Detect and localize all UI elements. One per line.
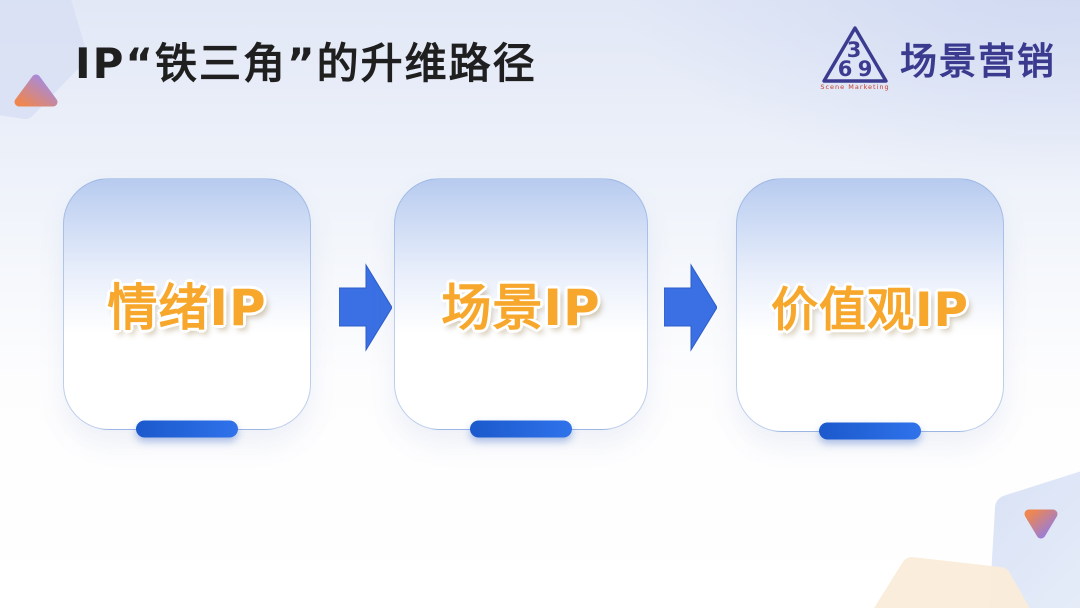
card-scene-ip: 场景IP <box>394 178 648 438</box>
brand-logo: 3 6 9 Scene Marketing 场景营销 <box>820 24 1056 92</box>
logo-369-triangle-icon: 3 6 9 Scene Marketing <box>820 26 889 91</box>
hexagon-decoration-top-left <box>0 0 87 119</box>
logo-digit: 3 <box>847 38 862 62</box>
card-underline-pill <box>470 420 572 438</box>
card-underline-pill <box>136 420 238 438</box>
triangle-gradient-icon-top-left <box>14 74 58 107</box>
hexagon-decoration-bottom-right-blue <box>989 471 1080 608</box>
card-label: 情绪IP <box>107 279 267 337</box>
arrow-right-icon <box>339 263 392 352</box>
card-emotion-ip: 情绪IP <box>63 178 311 438</box>
card-underline-pill <box>819 422 921 440</box>
logo-digit: 6 <box>838 57 853 81</box>
brand-name: 场景营销 <box>900 40 1056 83</box>
triangle-gradient-icon-bottom-right <box>1024 509 1058 539</box>
arrow-right-icon <box>664 263 717 352</box>
card-label: 价值观IP <box>771 282 969 338</box>
card-label: 场景IP <box>441 279 601 337</box>
logo-digit: 9 <box>858 57 873 81</box>
hexagon-decoration-bottom-right-peach <box>874 557 1030 608</box>
page-title: IP“铁三角”的升维路径 <box>75 39 537 88</box>
card-values-ip: 价值观IP <box>736 178 1004 440</box>
logo-tagline: Scene Marketing <box>820 83 889 91</box>
